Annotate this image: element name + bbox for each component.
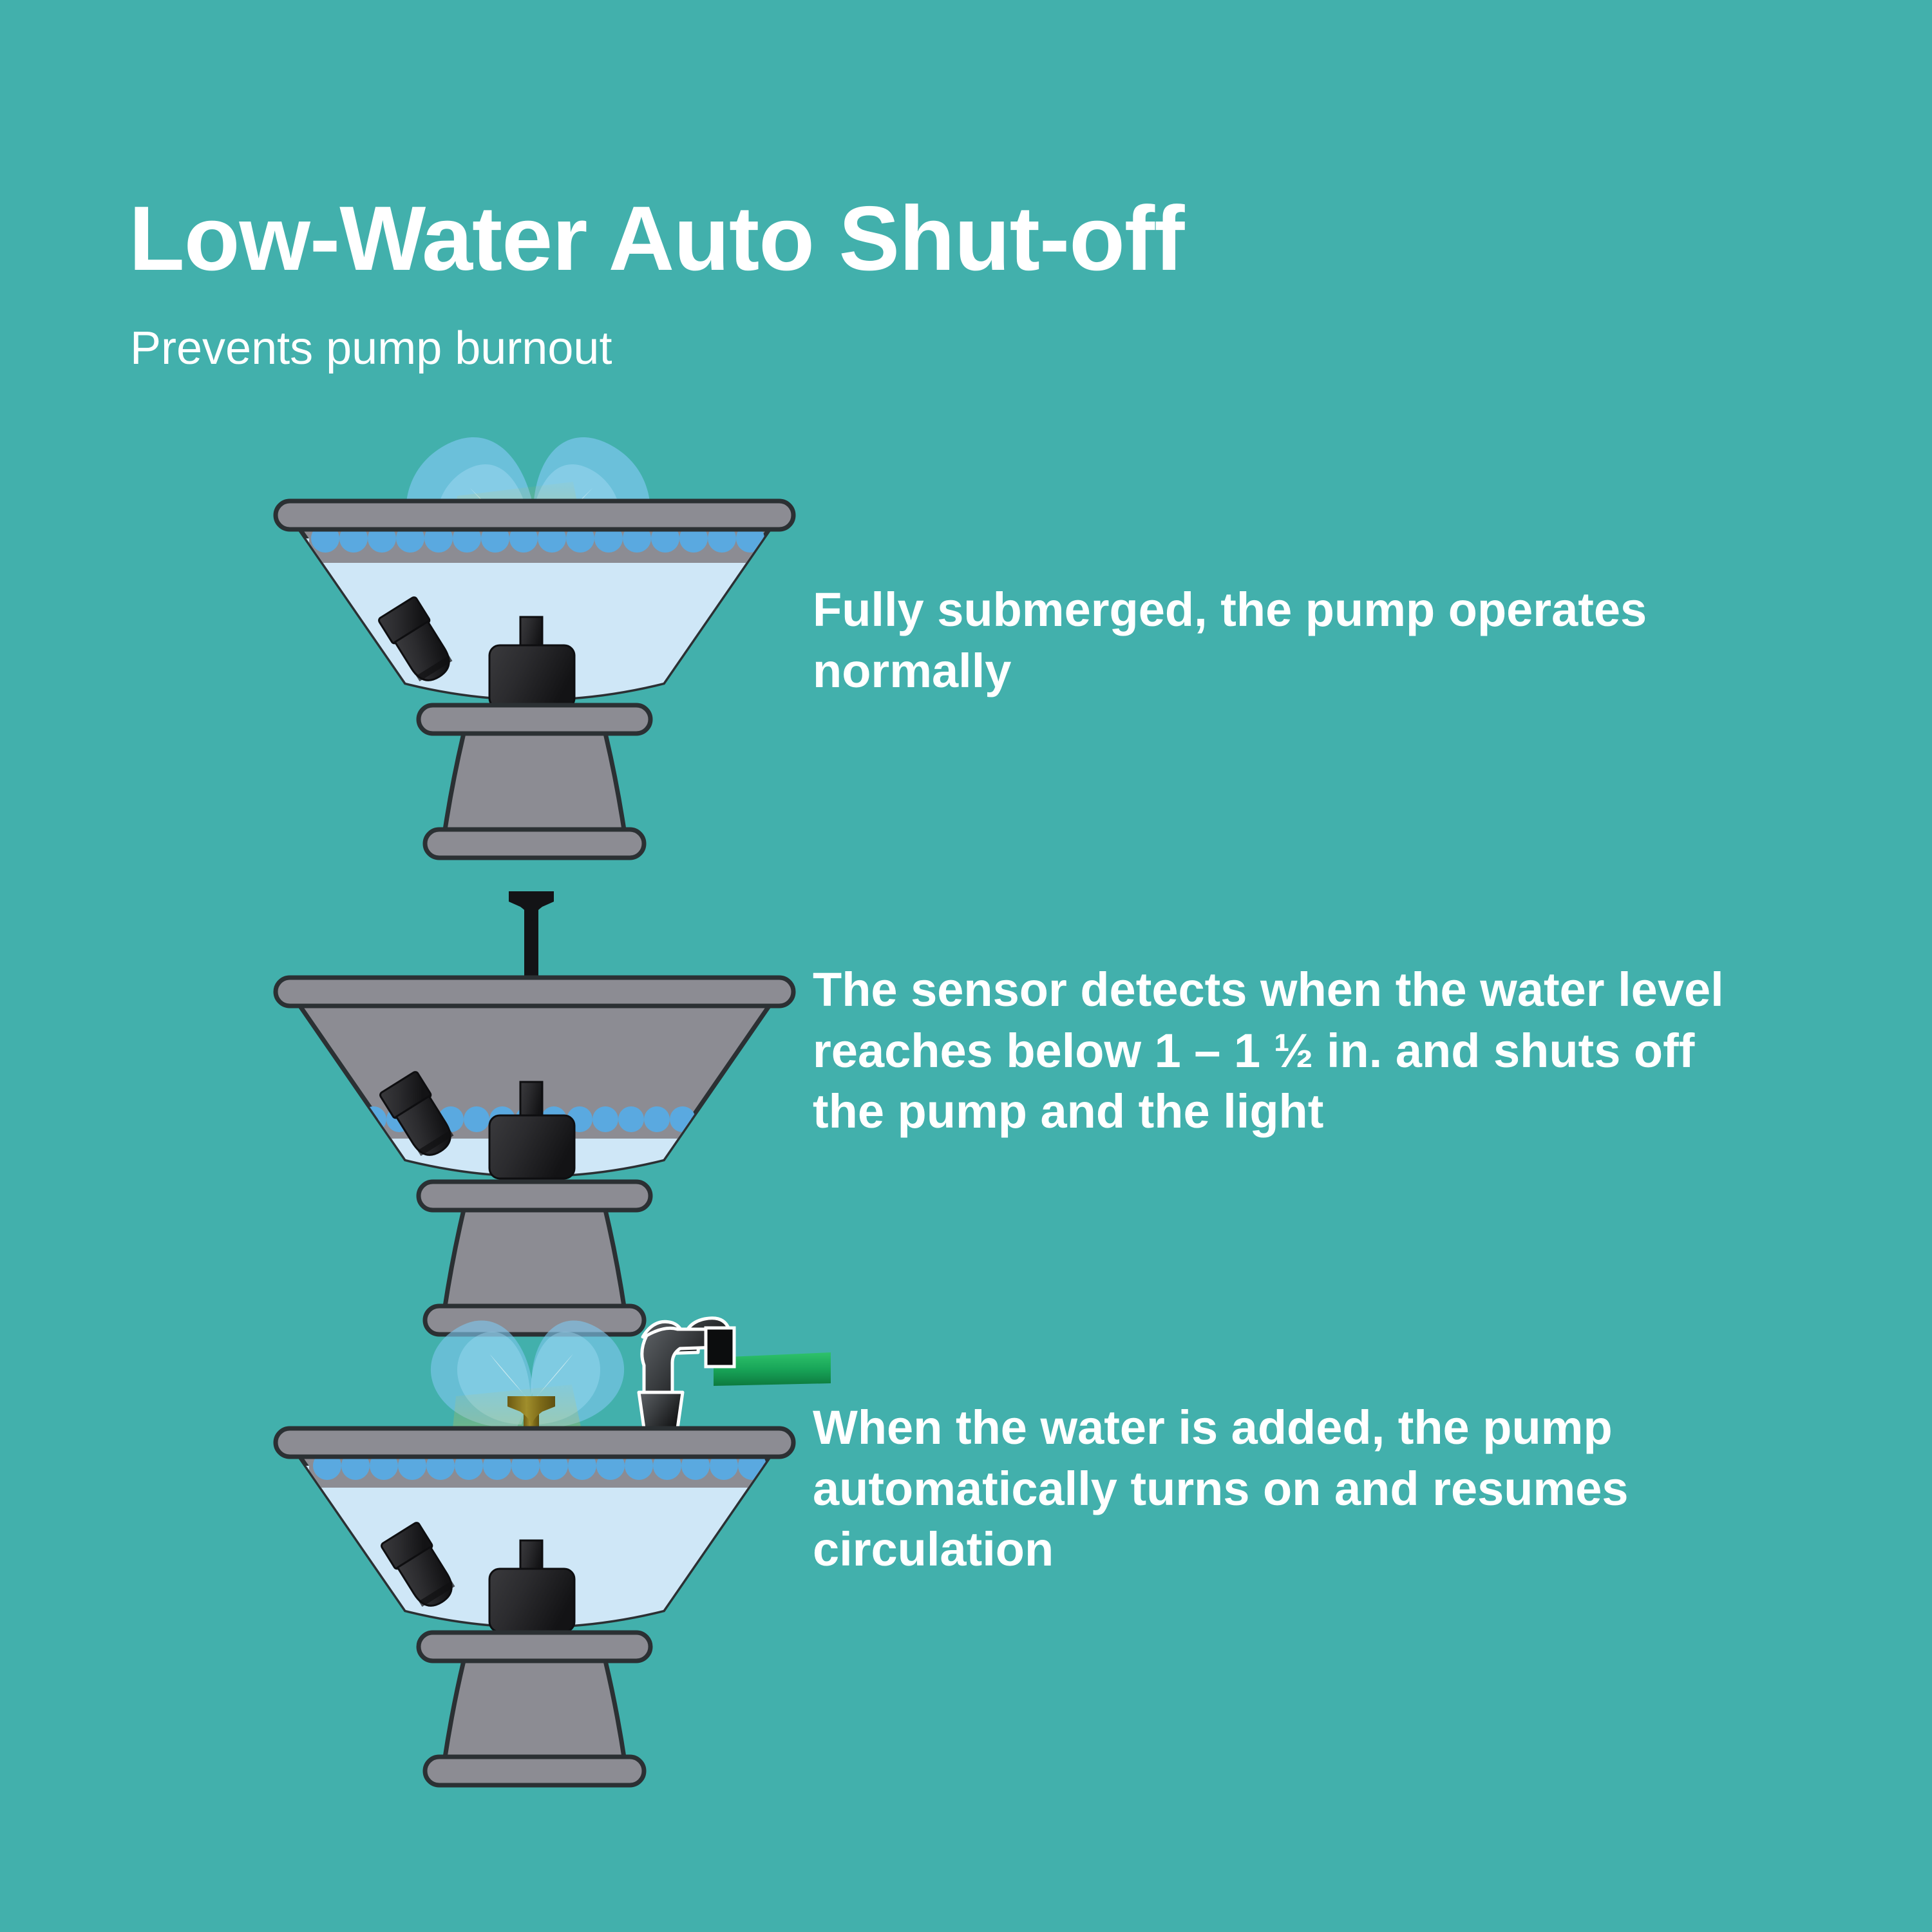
fountain-illustration-step-3 — [213, 1288, 921, 1788]
fountain-illustration-step-2 — [213, 889, 857, 1340]
fountain-pedestal-icon — [416, 703, 653, 860]
fountain-illustration-step-1 — [213, 412, 857, 902]
step-3-caption: When the water is added, the pump automa… — [813, 1401, 1629, 1577]
hose-nozzle-icon[interactable] — [637, 1316, 736, 1430]
garden-hose-icon — [714, 1352, 831, 1386]
step-1-caption: Fully submerged, the pump operates norma… — [813, 583, 1647, 697]
light-fixture-icon — [381, 1522, 455, 1607]
light-fixture-icon — [379, 1071, 454, 1157]
page-title: Low-Water Auto Shut-off — [129, 187, 1184, 290]
light-fixture-icon — [378, 596, 453, 682]
fountain-pedestal-icon — [416, 1630, 653, 1788]
pump-icon — [488, 1081, 576, 1180]
pump-icon — [488, 1539, 576, 1633]
page-subtitle: Prevents pump burnout — [130, 323, 612, 374]
step-2-caption: The sensor detects when the water level … — [813, 963, 1724, 1139]
